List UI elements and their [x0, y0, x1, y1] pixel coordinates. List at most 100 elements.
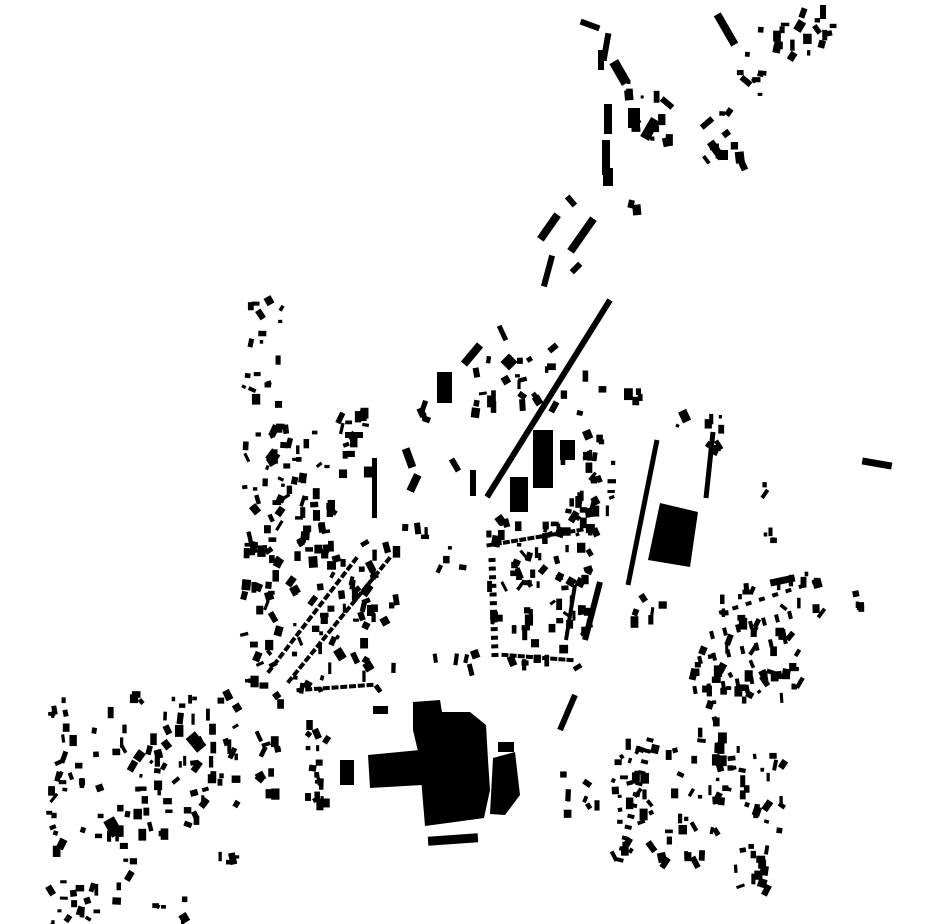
building: [258, 745, 268, 758]
building: [562, 610, 572, 619]
building: [542, 521, 549, 530]
building: [359, 601, 368, 613]
building: [568, 528, 576, 534]
building: [152, 903, 159, 909]
building: [266, 380, 272, 386]
building: [551, 531, 560, 537]
building: [265, 639, 274, 651]
building: [265, 464, 270, 471]
building: [724, 633, 734, 646]
building: [542, 526, 549, 534]
building: [582, 778, 593, 789]
building: [271, 658, 280, 667]
building: [351, 556, 359, 564]
building: [491, 390, 496, 402]
building: [770, 671, 779, 682]
building: [285, 437, 294, 449]
building: [553, 555, 561, 565]
building: [487, 395, 494, 408]
building: [419, 399, 429, 412]
building: [855, 601, 860, 608]
building: [296, 457, 302, 462]
building: [515, 521, 522, 532]
building: [486, 530, 492, 538]
building: [48, 786, 55, 796]
building: [183, 755, 187, 766]
building: [625, 797, 634, 810]
building: [525, 579, 534, 588]
building: [275, 423, 283, 433]
building: [232, 799, 241, 809]
factory-annex: [490, 752, 520, 815]
building: [470, 470, 476, 496]
building: [779, 692, 784, 704]
building: [745, 690, 755, 700]
building: [750, 850, 757, 859]
building: [292, 675, 298, 680]
building: [268, 537, 277, 542]
building: [812, 604, 820, 614]
building: [243, 452, 251, 463]
building: [259, 682, 269, 689]
building: [458, 564, 467, 571]
building: [174, 724, 184, 737]
building: [391, 662, 396, 674]
building: [713, 665, 723, 678]
building: [724, 107, 734, 118]
building: [145, 745, 153, 756]
building: [54, 770, 63, 782]
building: [617, 819, 623, 824]
building: [534, 547, 539, 559]
building: [627, 813, 635, 820]
building: [763, 819, 770, 824]
building: [362, 660, 375, 673]
building: [314, 544, 323, 554]
building: [338, 422, 345, 435]
building: [46, 810, 53, 815]
building: [545, 366, 549, 373]
building: [359, 582, 374, 598]
building: [634, 110, 640, 120]
building: [69, 889, 78, 897]
building: [292, 457, 298, 461]
building: [362, 422, 370, 428]
building: [607, 489, 615, 494]
building: [326, 508, 334, 517]
building: [310, 501, 319, 508]
building: [92, 751, 99, 758]
building: [687, 787, 696, 798]
building: [793, 684, 799, 691]
building: [183, 820, 193, 829]
building: [548, 623, 556, 633]
building: [270, 736, 279, 748]
building: [154, 756, 160, 767]
building: [249, 641, 258, 648]
building: [272, 500, 282, 505]
building: [514, 374, 520, 378]
building: [547, 342, 559, 354]
building: [637, 393, 643, 402]
building: [784, 587, 792, 594]
building: [565, 576, 577, 588]
building: [517, 390, 528, 401]
building: [550, 656, 558, 662]
building: [280, 483, 285, 487]
building: [598, 439, 605, 445]
building: [315, 461, 323, 469]
building: [227, 746, 238, 760]
building: [123, 869, 135, 882]
building: [798, 7, 808, 19]
building: [721, 128, 732, 139]
building: [763, 532, 768, 537]
building: [322, 734, 332, 745]
building: [264, 525, 271, 534]
building: [303, 654, 312, 663]
building: [331, 554, 342, 564]
building: [218, 851, 222, 862]
building: [574, 576, 586, 589]
building: [188, 694, 193, 704]
building: [540, 254, 556, 288]
building: [697, 727, 703, 738]
building: [360, 638, 369, 649]
building: [648, 809, 655, 816]
